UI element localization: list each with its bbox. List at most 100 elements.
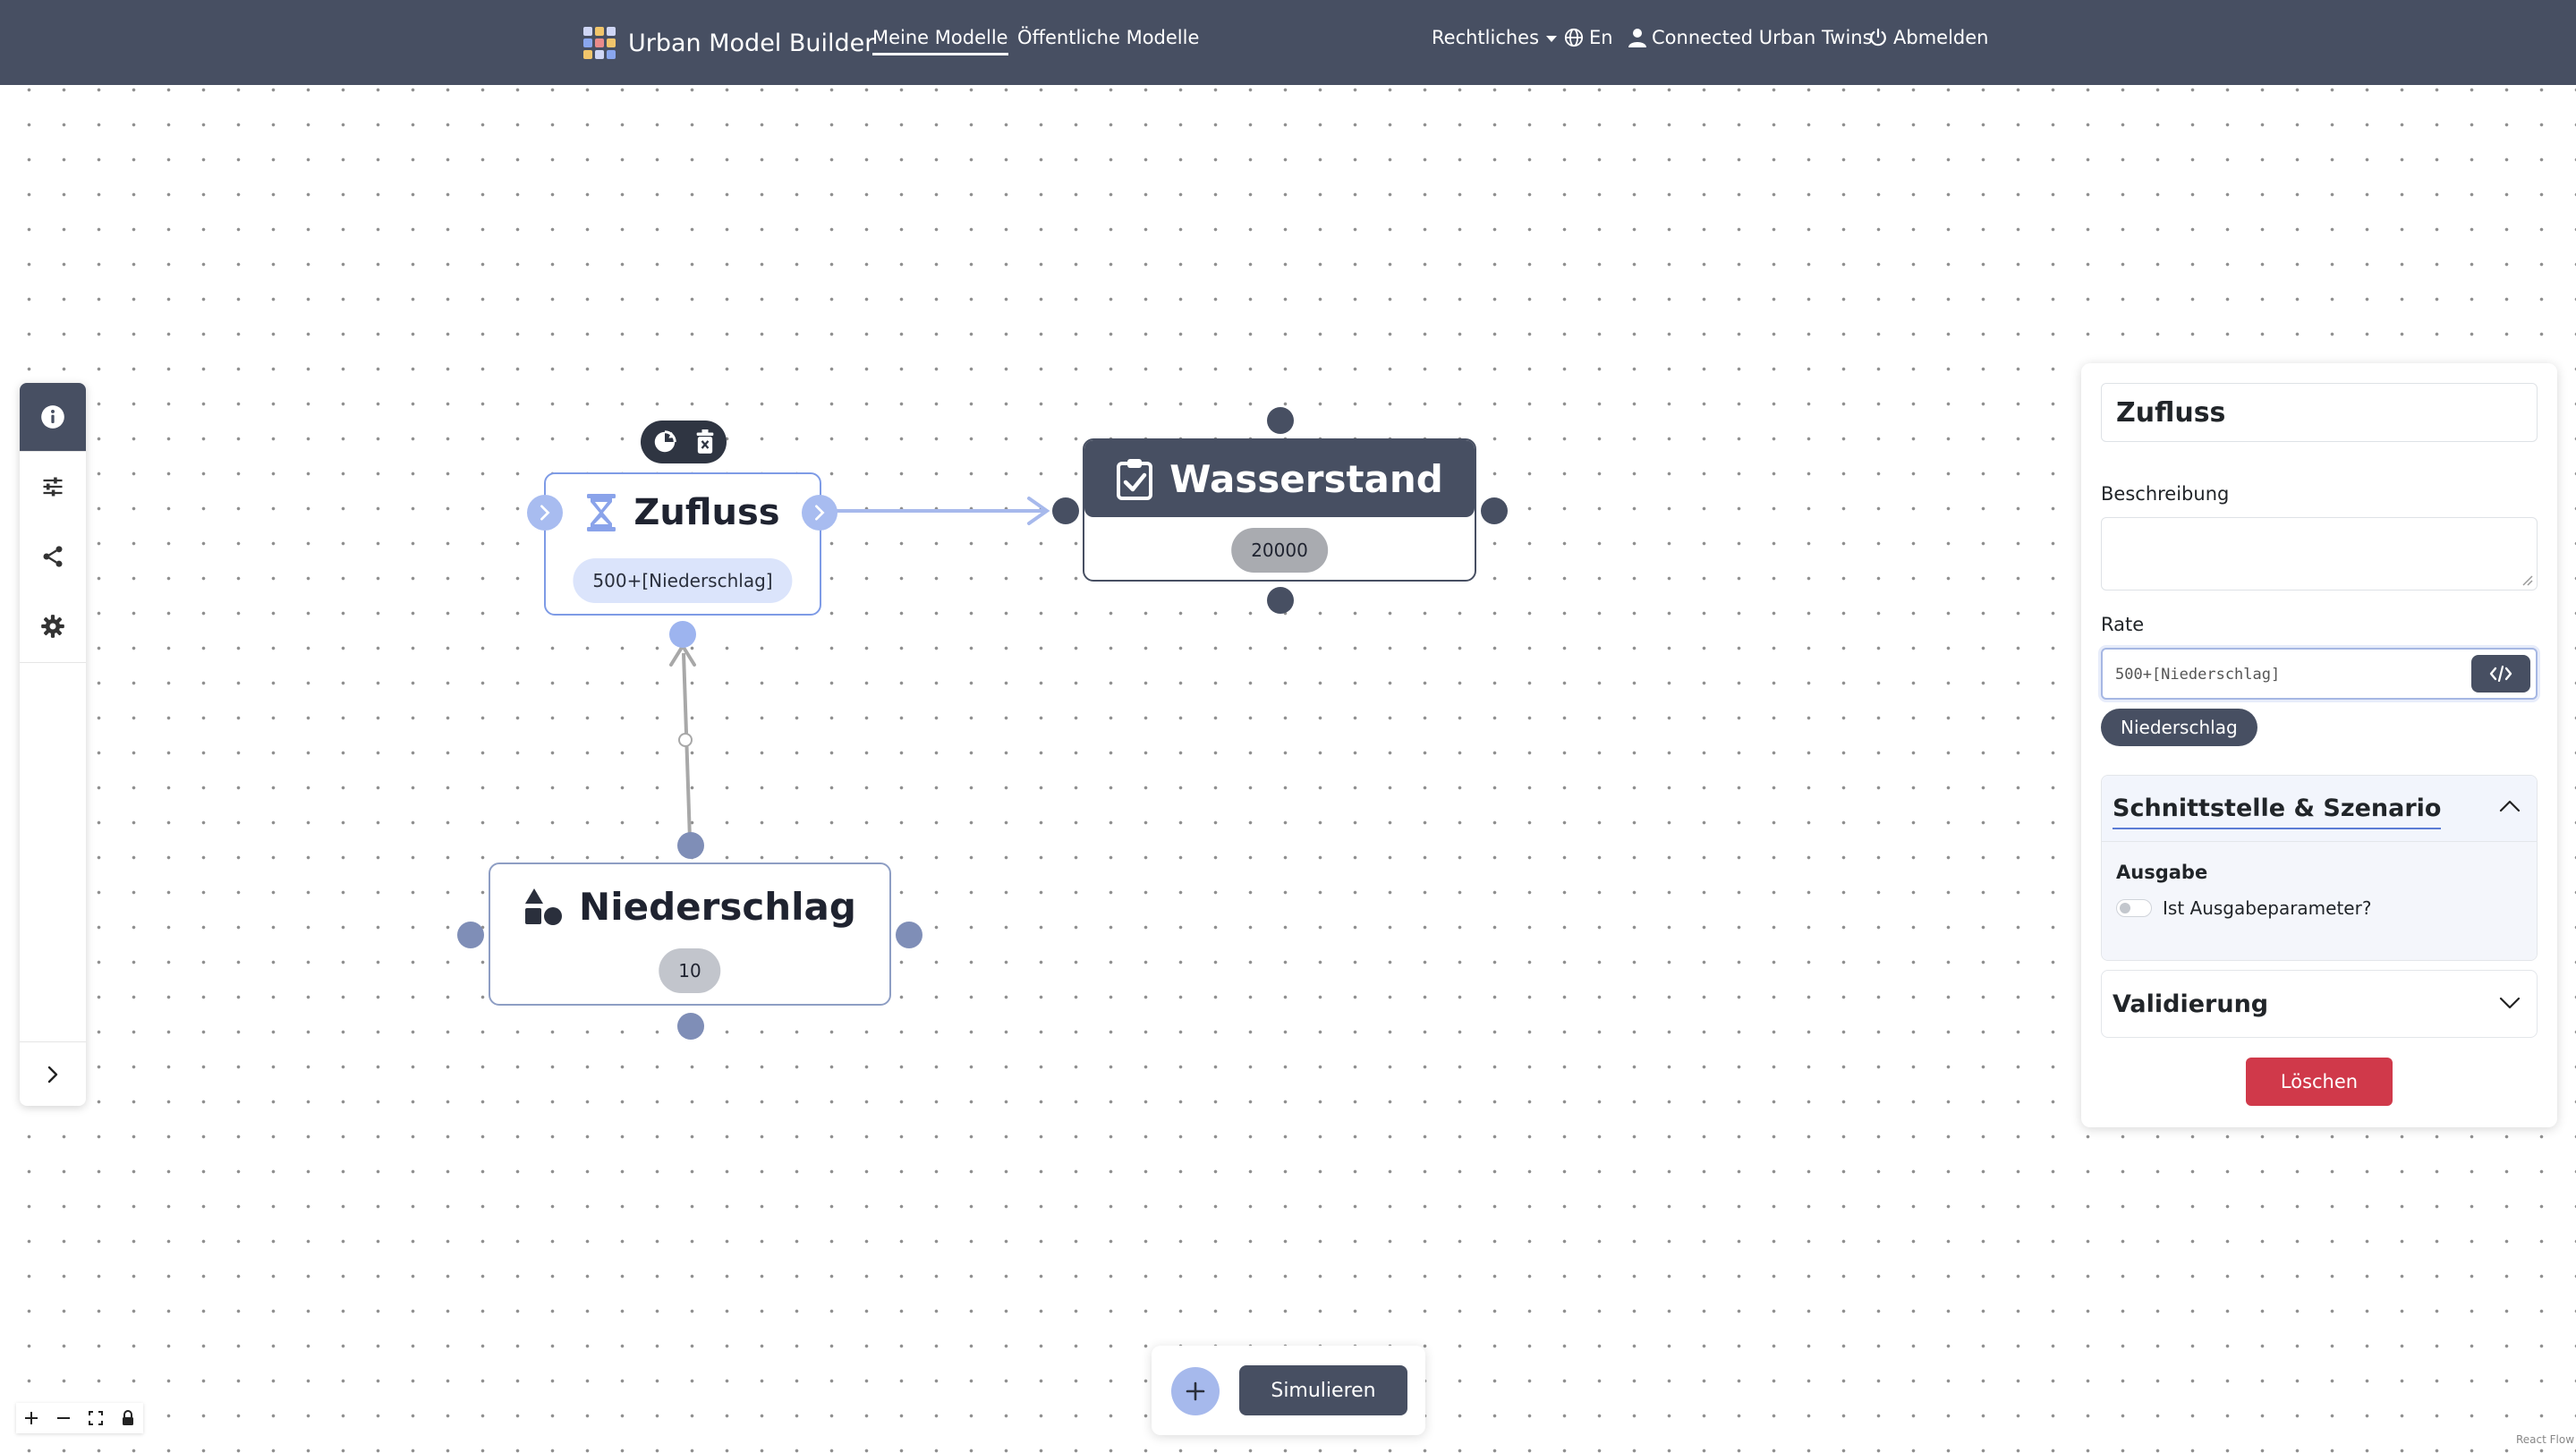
node-wasserstand-header: Wasserstand bbox=[1084, 451, 1475, 506]
plus-icon bbox=[25, 1412, 38, 1424]
power-icon bbox=[1870, 28, 1886, 47]
brand[interactable]: Urban Model Builder bbox=[583, 23, 874, 63]
nav-public-models[interactable]: Öffentliche Modelle bbox=[1017, 27, 1200, 48]
edge-arrow-head-icon bbox=[1027, 497, 1050, 525]
nav-language-label: En bbox=[1589, 27, 1613, 48]
top-navbar: Urban Model Builder Meine Modelle Öffent… bbox=[0, 0, 2576, 85]
toolbar-divider bbox=[20, 1041, 86, 1042]
node-toolbar bbox=[641, 421, 727, 463]
nav-user-label: Connected Urban Twins bbox=[1652, 27, 1873, 48]
edge-midpoint-handle[interactable] bbox=[678, 733, 693, 747]
nav-user[interactable]: Connected Urban Twins bbox=[1628, 27, 1873, 48]
simulate-button[interactable]: Simulieren bbox=[1239, 1365, 1407, 1415]
user-icon bbox=[1628, 29, 1646, 47]
rate-label: Rate bbox=[2101, 614, 2145, 635]
node-name-input[interactable]: Zufluss bbox=[2101, 383, 2538, 442]
rate-input-value: 500+[Niederschlag] bbox=[2115, 666, 2281, 684]
fit-view-button[interactable] bbox=[81, 1403, 111, 1433]
rate-input[interactable]: 500+[Niederschlag] bbox=[2101, 648, 2538, 700]
expand-toolbar-button[interactable] bbox=[20, 1043, 86, 1106]
niederschlag-top-handle[interactable] bbox=[677, 832, 704, 859]
properties-panel: Zufluss Beschreibung Rate 500+[Niedersch… bbox=[2081, 363, 2557, 1127]
toolbar-divider bbox=[20, 451, 86, 452]
niederschlag-left-handle[interactable] bbox=[457, 922, 484, 948]
change-type-icon[interactable] bbox=[651, 429, 678, 455]
node-niederschlag-value: 10 bbox=[659, 948, 721, 993]
nav-my-models[interactable]: Meine Modelle bbox=[872, 27, 1008, 55]
shapes-icon bbox=[525, 888, 563, 925]
accordion-interface-header[interactable]: Schnittstelle & Szenario bbox=[2102, 776, 2537, 842]
node-wasserstand-value: 20000 bbox=[1231, 528, 1328, 573]
wasserstand-top-handle[interactable] bbox=[1267, 407, 1294, 434]
niederschlag-right-handle[interactable] bbox=[896, 922, 922, 948]
node-niederschlag[interactable]: Niederschlag 10 bbox=[489, 862, 891, 1006]
zoom-out-button[interactable] bbox=[48, 1403, 79, 1433]
wasserstand-bottom-handle[interactable] bbox=[1267, 587, 1294, 614]
node-zufluss-value: 500+[Niederschlag] bbox=[573, 558, 793, 603]
code-icon bbox=[2489, 666, 2512, 682]
nav-language[interactable]: En bbox=[1564, 27, 1613, 48]
globe-icon bbox=[1564, 28, 1584, 47]
nav-legal-label: Rechtliches bbox=[1432, 27, 1540, 48]
minus-icon bbox=[57, 1417, 70, 1419]
wasserstand-right-handle[interactable] bbox=[1481, 497, 1508, 524]
zufluss-bottom-handle[interactable] bbox=[669, 621, 696, 648]
output-title: Ausgabe bbox=[2116, 862, 2208, 883]
niederschlag-bottom-handle[interactable] bbox=[677, 1013, 704, 1040]
zufluss-outflow-handle[interactable] bbox=[802, 495, 837, 531]
chevron-right-icon bbox=[540, 505, 550, 521]
fit-view-icon bbox=[89, 1411, 103, 1425]
delete-button[interactable]: Löschen bbox=[2246, 1058, 2393, 1106]
node-zufluss[interactable]: Zufluss 500+[Niederschlag] bbox=[544, 472, 821, 616]
accordion-interface-body: Ausgabe Ist Ausgabeparameter? bbox=[2102, 842, 2537, 960]
lock-icon bbox=[123, 1410, 133, 1425]
accordion-validation-title: Validierung bbox=[2113, 990, 2269, 1018]
node-wasserstand[interactable]: Wasserstand 20000 bbox=[1083, 438, 1476, 582]
resize-handle-icon[interactable] bbox=[2521, 574, 2533, 586]
brand-logo-icon bbox=[583, 27, 616, 59]
share-icon bbox=[43, 546, 63, 567]
bottom-action-bar: Simulieren bbox=[1152, 1346, 1425, 1435]
output-parameter-toggle[interactable] bbox=[2116, 899, 2152, 917]
description-textarea[interactable] bbox=[2101, 517, 2538, 591]
variable-chip-niederschlag[interactable]: Niederschlag bbox=[2101, 709, 2257, 746]
node-niederschlag-title: Niederschlag bbox=[579, 884, 856, 929]
flow-controls bbox=[16, 1403, 143, 1433]
chevron-right-icon bbox=[815, 505, 825, 521]
accordion-interface-title: Schnittstelle & Szenario bbox=[2113, 794, 2442, 829]
chevron-down-icon bbox=[2499, 997, 2521, 1009]
node-niederschlag-header: Niederschlag bbox=[490, 879, 889, 934]
react-flow-attribution[interactable]: React Flow bbox=[2516, 1433, 2575, 1446]
settings-button[interactable] bbox=[20, 592, 86, 660]
accordion-interface-scenario: Schnittstelle & Szenario Ausgabe Ist Aus… bbox=[2101, 775, 2538, 961]
plus-icon bbox=[1186, 1381, 1205, 1401]
nav-legal-dropdown[interactable]: Rechtliches bbox=[1432, 27, 1558, 48]
delete-node-icon[interactable] bbox=[694, 429, 716, 455]
info-button[interactable] bbox=[20, 383, 86, 451]
description-label: Beschreibung bbox=[2101, 483, 2230, 505]
node-zufluss-header: Zufluss bbox=[546, 487, 820, 539]
wasserstand-left-handle[interactable] bbox=[1052, 497, 1079, 524]
gear-icon bbox=[41, 615, 64, 638]
node-wasserstand-title: Wasserstand bbox=[1169, 456, 1443, 501]
add-node-button[interactable] bbox=[1171, 1367, 1220, 1415]
parameters-button[interactable] bbox=[20, 453, 86, 521]
zoom-in-button[interactable] bbox=[16, 1403, 47, 1433]
accordion-validation: Validierung bbox=[2101, 970, 2538, 1038]
code-editor-button[interactable] bbox=[2471, 655, 2530, 693]
chevron-right-icon bbox=[47, 1066, 58, 1083]
lock-button[interactable] bbox=[113, 1403, 143, 1433]
nav-logout-label: Abmelden bbox=[1893, 27, 1989, 48]
zufluss-inflow-handle[interactable] bbox=[527, 495, 563, 531]
output-parameter-label: Ist Ausgabeparameter? bbox=[2163, 897, 2372, 919]
clipboard-check-icon bbox=[1117, 459, 1153, 500]
share-button[interactable] bbox=[20, 523, 86, 591]
nav-logout[interactable]: Abmelden bbox=[1868, 27, 1988, 48]
caret-down-icon bbox=[1546, 35, 1558, 42]
left-toolbar bbox=[20, 383, 86, 1106]
accordion-validation-header[interactable]: Validierung bbox=[2102, 971, 2537, 1037]
chevron-up-icon bbox=[2499, 800, 2521, 812]
node-zufluss-title: Zufluss bbox=[633, 492, 780, 533]
